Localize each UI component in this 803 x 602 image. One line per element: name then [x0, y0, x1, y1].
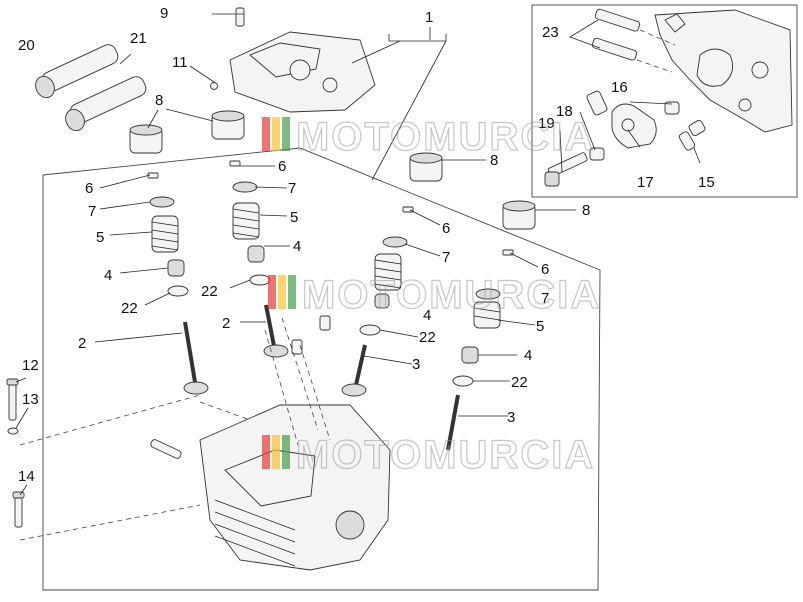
watermark-text-3: MOTOMURCIA [296, 433, 595, 477]
callout-3a: 3 [412, 356, 420, 373]
spring-seat-c [359, 324, 381, 336]
callout-7a: 7 [88, 203, 96, 220]
callout-17: 17 [637, 174, 654, 191]
callout-21: 21 [130, 30, 147, 47]
camshaft-20 [35, 44, 119, 99]
screw-9 [235, 7, 245, 27]
valve-seal-d [461, 346, 479, 364]
spring-seat-d [452, 375, 474, 387]
watermark-logo-1: MOTOMURCIA [262, 114, 595, 160]
watermark-logo-2: MOTOMURCIA [268, 272, 601, 318]
dowel-11 [210, 82, 218, 90]
tappet-d [502, 200, 536, 230]
valve-seal-b [247, 245, 265, 263]
camshaft-carrier [229, 31, 376, 113]
valve-seal-a [167, 259, 185, 277]
valve-spring-a [151, 215, 179, 253]
callout-6c: 6 [442, 220, 450, 237]
callout-22b: 22 [201, 283, 218, 300]
valve-spring-c [374, 253, 402, 291]
callout-7c: 7 [442, 249, 450, 266]
callout-1: 1 [425, 9, 433, 26]
callout-23: 23 [542, 24, 559, 41]
callout-5c: 5 [536, 318, 544, 335]
callout-14: 14 [18, 468, 35, 485]
callout-22d: 22 [511, 374, 528, 391]
washer-13 [7, 427, 19, 435]
spring-cap-c [382, 236, 408, 248]
leader-lines [15, 13, 701, 496]
camshaft-21 [65, 76, 147, 132]
callout-4a: 4 [104, 267, 112, 284]
callout-6d: 6 [541, 261, 549, 278]
callout-2a: 2 [78, 335, 86, 352]
callout-20: 20 [18, 37, 35, 54]
thermostat-housing [586, 90, 657, 149]
valve-2a [183, 321, 209, 395]
callout-3b: 3 [507, 409, 515, 426]
callout-8a: 8 [155, 92, 163, 109]
callout-22a: 22 [121, 300, 138, 317]
valve-3b [446, 394, 460, 451]
callout-4c: 4 [423, 307, 431, 324]
stud-bolts [591, 8, 676, 73]
inset-frame [531, 4, 798, 198]
valve-cotters-b [229, 160, 241, 167]
valve-guides [291, 315, 331, 355]
valve-3a [341, 344, 367, 397]
tappet-b [211, 110, 245, 140]
guide-lines [19, 317, 331, 541]
spacer [589, 147, 605, 161]
temperature-sensor [678, 119, 706, 151]
callout-4d: 4 [524, 347, 532, 364]
bolt-12 [6, 378, 19, 421]
callout-15: 15 [698, 174, 715, 191]
tappet-c [409, 152, 443, 182]
bolt-14 [12, 491, 25, 528]
watermark-text-2: MOTOMURCIA [302, 273, 601, 317]
callout-5b: 5 [290, 209, 298, 226]
callout-6a: 6 [85, 180, 93, 197]
callout-22c: 22 [419, 329, 436, 346]
valve-2b [263, 304, 289, 358]
watermark-logo-3: MOTOMURCIA [262, 432, 595, 478]
dowel-pin [150, 439, 182, 459]
spring-cap-a [149, 196, 175, 208]
callout-9: 9 [160, 5, 168, 22]
spring-cap-b [232, 181, 258, 193]
callout-8c: 8 [582, 202, 590, 219]
callout-7b: 7 [288, 180, 296, 197]
hex-bolt [544, 152, 588, 187]
callout-19: 19 [538, 115, 555, 132]
valve-cotters-c [402, 206, 414, 213]
cylinder-head [199, 404, 391, 571]
spring-seat-a [167, 285, 189, 297]
valve-cotters-d [502, 249, 514, 256]
callout-8b: 8 [490, 152, 498, 169]
valve-spring-b [232, 202, 260, 240]
plug-16 [664, 101, 680, 115]
callout-13: 13 [22, 391, 39, 408]
callout-6b: 6 [278, 158, 286, 175]
tappet-a [129, 124, 163, 154]
callout-7d: 7 [541, 290, 549, 307]
callout-11: 11 [172, 54, 188, 71]
main-assembly-frame [42, 147, 601, 591]
valve-seal-c [374, 293, 390, 309]
callout-12: 12 [22, 357, 39, 374]
callout-2b: 2 [222, 315, 230, 332]
callout-labels: 1 9 11 20 21 8 8 8 23 16 18 19 17 15 6 7… [18, 5, 715, 485]
callout-4b: 4 [293, 238, 301, 255]
callout-18: 18 [556, 103, 573, 120]
callout-16: 16 [611, 79, 628, 96]
valve-spring-d [473, 301, 501, 329]
spring-cap-d [475, 288, 501, 300]
spring-seat-b [249, 274, 271, 286]
inset-head-housing [654, 9, 793, 133]
watermark-text-1: MOTOMURCIA [296, 115, 595, 159]
callout-5a: 5 [96, 229, 104, 246]
